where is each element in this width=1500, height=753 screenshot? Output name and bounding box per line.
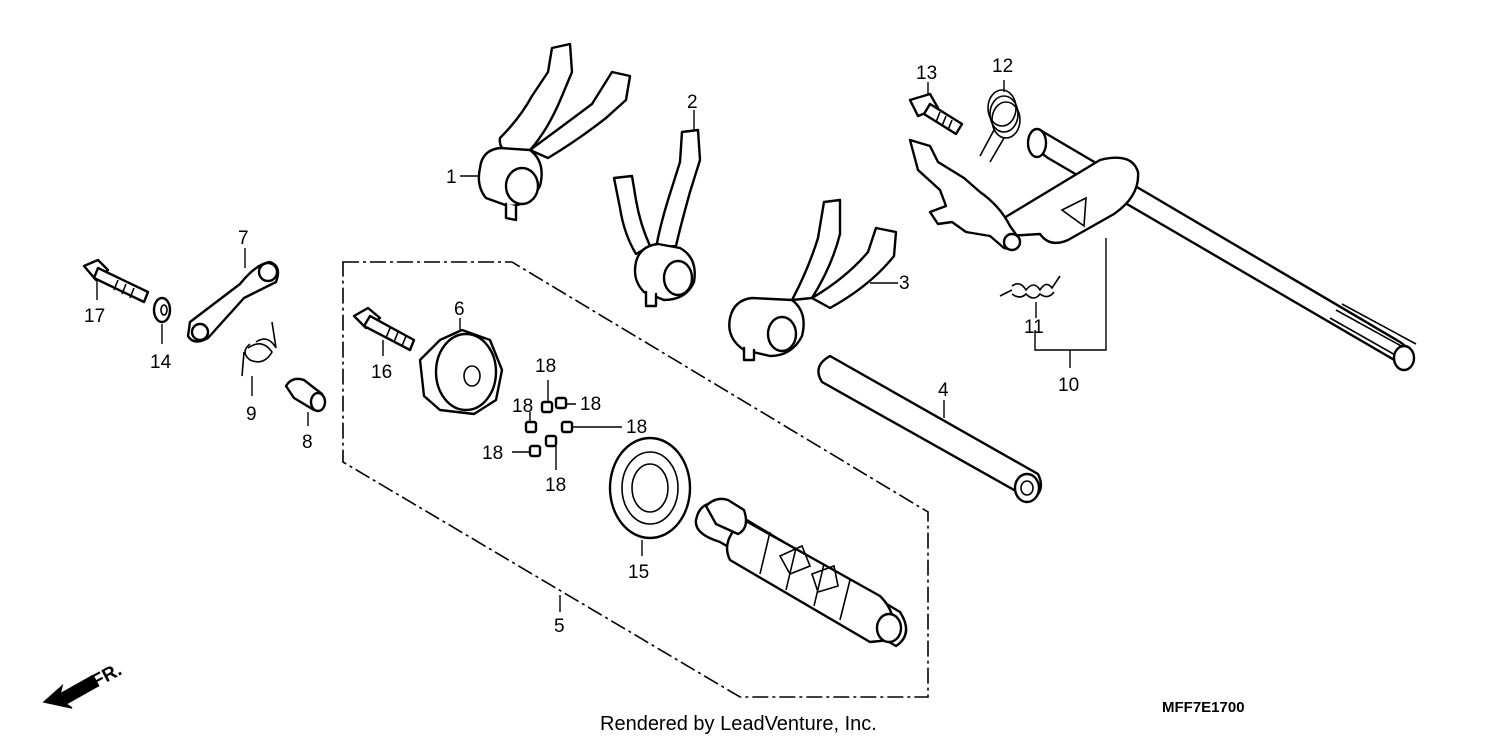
shift-drum [694, 497, 908, 648]
fork-shaft-4 [817, 354, 1043, 504]
callout-18d: 18 [626, 417, 647, 438]
callout-18b: 18 [512, 396, 533, 417]
render-credit: Rendered by LeadVenture, Inc. [600, 713, 877, 735]
pivot-bolt-13 [908, 82, 964, 136]
bracket-10 [1034, 238, 1107, 351]
callout-4: 4 [938, 380, 949, 401]
bearing-15 [608, 436, 692, 556]
callout-14: 14 [150, 352, 172, 373]
callout-18a: 18 [535, 356, 556, 377]
callout-18e: 18 [482, 443, 503, 464]
bolt-17 [82, 258, 150, 304]
callout-10: 10 [1058, 375, 1079, 396]
gearshift-spindle-10 [908, 127, 1417, 372]
callout-2: 2 [687, 92, 698, 113]
shift-fork-1 [460, 42, 632, 222]
callout-17: 17 [84, 306, 105, 327]
return-spring-11 [999, 275, 1061, 318]
callout-18f: 18 [545, 475, 566, 496]
callouts: 1 2 3 4 5 6 7 8 9 10 11 12 13 14 15 16 1… [84, 56, 1079, 637]
callout-6: 6 [454, 299, 465, 320]
washer-14 [152, 296, 172, 344]
callout-15: 15 [628, 562, 649, 583]
drum-center-6 [418, 318, 504, 416]
callout-5: 5 [554, 616, 565, 637]
pins-18 [512, 380, 622, 470]
front-arrow-icon [42, 674, 100, 709]
stopper-spring-9 [241, 321, 277, 396]
callout-11: 11 [1024, 317, 1044, 338]
stopper-arm-7 [186, 248, 280, 343]
callout-12: 12 [992, 56, 1013, 77]
front-direction-marker: FR. [42, 660, 125, 709]
callout-18c: 18 [580, 394, 601, 415]
callout-1: 1 [446, 167, 457, 188]
assembly-5-outline [342, 261, 929, 698]
callout-7: 7 [238, 228, 249, 249]
callout-8: 8 [302, 432, 313, 453]
shift-fork-2 [612, 110, 702, 308]
torsion-spring-12 [979, 80, 1021, 163]
callout-9: 9 [246, 404, 257, 425]
callout-3: 3 [899, 273, 910, 294]
diagram-code: MFF7E1700 [1162, 699, 1245, 716]
collar-8 [284, 377, 327, 426]
callout-16: 16 [371, 362, 392, 383]
callout-13: 13 [916, 63, 937, 84]
shift-fork-3 [728, 198, 898, 362]
bolt-16 [352, 306, 416, 356]
